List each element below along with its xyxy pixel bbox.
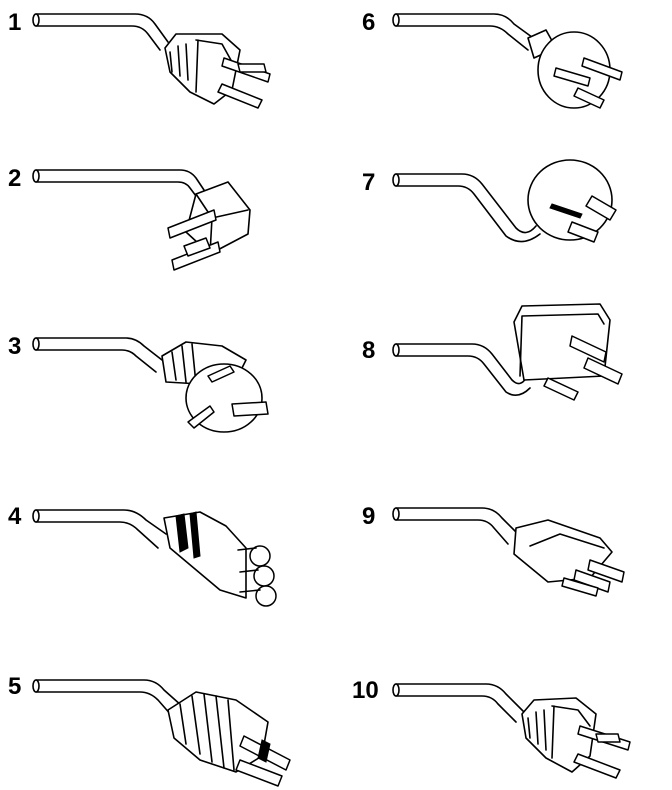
plug-9: 9 — [362, 503, 625, 597]
plug-8-pin-bottom — [543, 377, 579, 401]
plug-4-pin-middle — [253, 565, 275, 587]
plug-8-number: 8 — [362, 337, 375, 364]
plug-3-cord — [35, 337, 163, 373]
plug-1-cord — [35, 13, 169, 51]
plug-9-cord-end — [392, 507, 400, 521]
plug-9-pin-top — [587, 559, 625, 583]
plug-2-cord-end — [32, 169, 40, 183]
plug-5-grip — [167, 691, 269, 773]
plug-10-ground-pin — [595, 733, 621, 743]
plug-9-pin-bottom — [561, 577, 599, 597]
plug-6: 6 — [362, 9, 623, 109]
plug-8-pin-top — [569, 335, 607, 363]
plug-5-cord-end — [32, 679, 40, 693]
plug-7-blade-bottom — [567, 221, 599, 243]
plug-6-number: 6 — [362, 9, 375, 36]
plug-2-blade-top — [167, 209, 217, 239]
plug-5-number: 5 — [8, 673, 21, 700]
plug-1: 1 — [8, 9, 271, 109]
plug-7-blade-right — [585, 195, 617, 221]
plug-1-blade-bottom — [217, 83, 263, 109]
plug-8-cord-end — [392, 343, 400, 357]
plug-6-pin-right — [581, 57, 623, 81]
plug-6-cord-end — [392, 13, 400, 27]
plug-4: 4 — [8, 503, 277, 607]
plug-3-pin-right — [207, 365, 235, 383]
plug-2-cord — [35, 169, 205, 197]
plug-8-cord — [395, 343, 531, 396]
plug-1-cord-end — [32, 13, 40, 27]
plug-3-ground-clip — [231, 401, 269, 417]
plug-3-number: 3 — [8, 333, 21, 360]
plug-2-number: 2 — [8, 165, 21, 192]
plug-2-ground-pin — [183, 237, 211, 257]
plug-6-cord — [395, 13, 537, 51]
plug-7-face — [527, 159, 613, 241]
plug-8: 8 — [362, 303, 623, 401]
plug-5-cord — [35, 679, 183, 717]
plug-5-ground-pin — [257, 739, 271, 763]
plug-9-cord — [395, 507, 519, 545]
plug-5: 5 — [8, 673, 291, 787]
plug-7-cord-end — [392, 173, 400, 187]
plug-9-pin-middle — [573, 569, 611, 593]
plug-10-cord-end — [392, 683, 400, 697]
plug-3: 3 — [8, 333, 269, 433]
plug-7-number: 7 — [362, 169, 375, 196]
plug-7-blade-left — [549, 203, 583, 219]
plug-9-number: 9 — [362, 503, 375, 530]
plug-7-cord — [395, 173, 541, 243]
plug-4-cord — [35, 509, 167, 549]
plug-6-pin-left — [553, 67, 591, 87]
plug-4-pin-top — [249, 545, 271, 567]
plug-1-number: 1 — [8, 9, 21, 36]
plug-10-cord — [395, 683, 525, 723]
plug-10-blade-bottom — [573, 753, 621, 779]
plug-10-number: 10 — [352, 677, 379, 704]
plug-4-cord-end — [32, 509, 40, 523]
plug-10: 10 — [352, 677, 631, 779]
plug-4-number: 4 — [8, 503, 22, 530]
plug-1-ground-pin — [237, 63, 267, 73]
plug-6-ground-pin — [573, 87, 605, 109]
plug-4-pin-bottom — [255, 585, 277, 607]
plug-4-body — [163, 511, 247, 599]
plug-3-pin-left — [187, 405, 215, 429]
plug-7: 7 — [362, 159, 617, 243]
plug-2: 2 — [8, 165, 251, 271]
plug-8-pin-right — [583, 357, 623, 385]
plug-5-blade-bottom — [235, 759, 283, 787]
plug-3-cord-end — [32, 337, 40, 351]
